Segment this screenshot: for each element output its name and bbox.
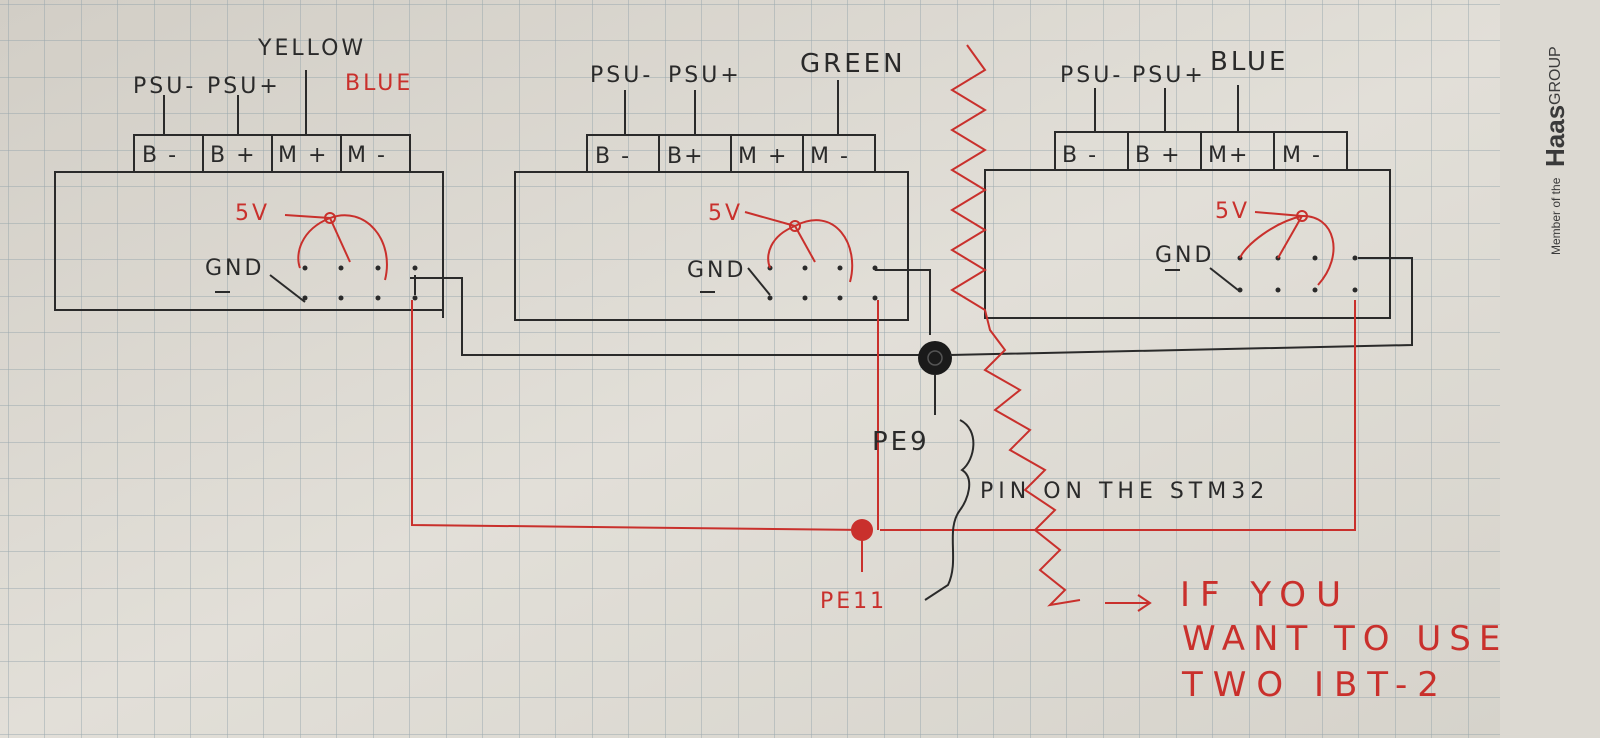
module-1-5v-node [324, 212, 336, 224]
m1-label-psu-minus: PSU- [133, 74, 196, 99]
pin-brace [924, 419, 975, 601]
m2-gnd-label: GND [687, 258, 746, 283]
m3-label-psu-minus: PSU- [1060, 63, 1123, 88]
ground-junction-node [918, 341, 952, 375]
m3-label-wire-color: BLUE [1210, 47, 1289, 77]
m2-terminal-4: M - [810, 144, 850, 169]
m1-terminal-1: B - [142, 143, 178, 168]
m1-terminal-2: B + [210, 143, 257, 168]
m1-label-wire-color-red: BLUE [345, 71, 413, 96]
module-1-pins [302, 265, 418, 301]
m2-5v-label: 5V [708, 201, 743, 226]
signal-junction-node [851, 519, 873, 541]
brand-name: Haas [1540, 105, 1570, 167]
module-2-5v-node [789, 220, 801, 232]
m2-label-psu-plus: PSU+ [668, 63, 742, 88]
m3-terminal-4: M - [1282, 143, 1322, 168]
brand-suffix: GROUP [1547, 46, 1564, 105]
module-1-5v-jumper [284, 214, 866, 531]
paper-margin [1500, 0, 1600, 738]
m3-terminal-2: B + [1135, 143, 1182, 168]
red-note-line-1: IF YOU [1180, 575, 1351, 615]
pin-pe11-label: PE11 [820, 589, 887, 614]
module-3-5v-node [1296, 210, 1308, 222]
m3-terminal-3: M+ [1208, 143, 1249, 168]
brand-prefix: Member of the [1549, 177, 1563, 255]
module-1 [54, 70, 950, 356]
zigzag-separator [950, 44, 1081, 607]
module-3-5v-jumper [880, 211, 1356, 531]
m3-terminal-1: B - [1062, 143, 1098, 168]
m2-terminal-2: B+ [667, 144, 705, 169]
module-2-5v-jumper [744, 211, 879, 530]
pin-pe9-label: PE9 [872, 427, 930, 457]
m1-5v-label: 5V [235, 201, 270, 226]
m1-terminal-3: M + [278, 143, 328, 168]
red-note-line-3: TWO IBT-2 [1181, 665, 1449, 705]
m1-gnd-label: GND [205, 256, 264, 281]
m3-5v-label: 5V [1215, 199, 1250, 224]
module-2-pins [767, 265, 878, 301]
m3-gnd-label: GND [1155, 243, 1214, 268]
m2-label-psu-minus: PSU- [590, 63, 653, 88]
pin-note-label: PIN ON THE STM32 [980, 479, 1269, 504]
module-2 [514, 80, 936, 415]
module-3 [949, 85, 1413, 356]
m2-label-wire-color: GREEN [800, 49, 906, 79]
m1-terminal-4: M - [347, 143, 387, 168]
red-note-line-2: WANT TO USE [1182, 619, 1508, 659]
arrow [1105, 594, 1152, 612]
m2-terminal-3: M + [738, 144, 788, 169]
m3-label-psu-plus: PSU+ [1132, 63, 1206, 88]
m1-label-wire-color: YELLOW [257, 36, 366, 61]
m1-label-psu-plus: PSU+ [207, 74, 281, 99]
m2-terminal-1: B - [595, 144, 631, 169]
brand-mark: Member of the Haas GROUP [1540, 46, 1570, 255]
grid-paper [0, 0, 1500, 738]
